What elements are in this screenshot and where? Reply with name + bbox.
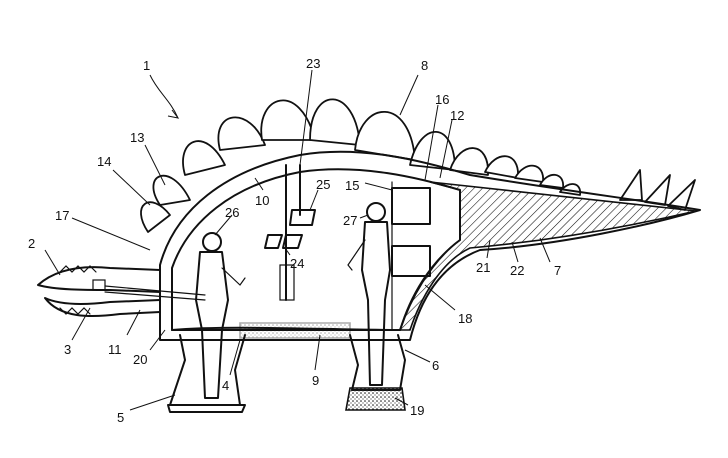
label-11: 11 bbox=[108, 342, 122, 357]
label-1: 1 bbox=[143, 58, 150, 73]
label-21: 21 bbox=[476, 260, 490, 275]
rear-foot bbox=[345, 387, 406, 411]
tail-frame bbox=[398, 181, 697, 331]
label-2: 2 bbox=[28, 236, 35, 251]
label-14: 14 bbox=[97, 154, 111, 169]
label-19: 19 bbox=[410, 403, 424, 418]
control-unit bbox=[264, 164, 316, 301]
body-outline bbox=[159, 150, 701, 341]
reference-labels: 1 2 3 4 5 6 7 8 9 10 11 12 13 14 15 16 1… bbox=[28, 56, 561, 425]
label-15: 15 bbox=[345, 178, 359, 193]
floor-panel bbox=[239, 322, 351, 339]
label-8: 8 bbox=[421, 58, 428, 73]
label-22: 22 bbox=[510, 263, 524, 278]
label-26: 26 bbox=[225, 205, 239, 220]
label-10: 10 bbox=[255, 193, 269, 208]
front-foot bbox=[167, 404, 246, 413]
label-20: 20 bbox=[133, 352, 147, 367]
label-7: 7 bbox=[554, 263, 561, 278]
label-6: 6 bbox=[432, 358, 439, 373]
rear-leg bbox=[349, 334, 406, 391]
front-operator bbox=[195, 232, 246, 399]
rear-operator bbox=[347, 202, 391, 386]
front-leg bbox=[169, 334, 246, 406]
label-24: 24 bbox=[290, 256, 304, 271]
label-3: 3 bbox=[64, 342, 71, 357]
label-12: 12 bbox=[450, 108, 464, 123]
compartment-lower bbox=[391, 245, 431, 277]
back-plates bbox=[140, 98, 696, 233]
label-16: 16 bbox=[435, 92, 449, 107]
leader-lines bbox=[44, 69, 551, 411]
label-18: 18 bbox=[458, 311, 472, 326]
head bbox=[37, 265, 206, 318]
label-9: 9 bbox=[312, 373, 319, 388]
label-25: 25 bbox=[316, 177, 330, 192]
compartment-upper bbox=[391, 187, 431, 225]
label-17: 17 bbox=[55, 208, 69, 223]
label-4: 4 bbox=[222, 378, 229, 393]
label-23: 23 bbox=[306, 56, 320, 71]
label-27: 27 bbox=[343, 213, 357, 228]
label-13: 13 bbox=[130, 130, 144, 145]
label-5: 5 bbox=[117, 410, 124, 425]
